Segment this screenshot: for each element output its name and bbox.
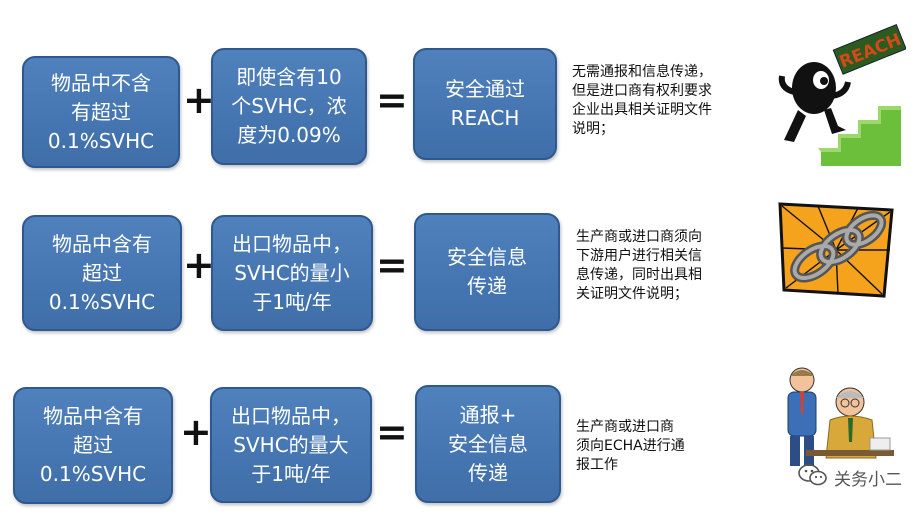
row2-note-line1: 生产商或进口商须向 xyxy=(576,229,702,245)
row1-operand-line3: 度为0.09% xyxy=(237,123,341,147)
row1-note-line3: 企业出具相关证明文件 xyxy=(572,102,712,118)
row3-result-line1: 通报+ xyxy=(459,402,517,427)
row3-result-line2: 安全信息 xyxy=(448,431,528,456)
row1-operand-line1: 即使含有10 xyxy=(236,65,342,89)
row3-condition-line3: 0.1%SVHC xyxy=(39,462,147,486)
row3-operand-line2: SVHC的量大 xyxy=(233,432,349,457)
row3-note-line1: 生产商或进口商 xyxy=(576,419,674,435)
row2-operand-line2: SVHC的量小 xyxy=(234,260,350,285)
row3-note: 生产商或进口商 须向ECHA进行通 报工作 xyxy=(576,418,685,475)
row3-operand-line1: 出口物品中， xyxy=(231,403,351,428)
row2-operand-line1: 出口物品中， xyxy=(232,231,352,256)
row3-plus-sign: + xyxy=(180,410,212,454)
row2-condition-box: 物品中含有 超过 0.1%SVHC xyxy=(22,215,182,331)
row1-plus-sign: + xyxy=(183,78,215,122)
watermark: 关务小二 xyxy=(798,463,902,492)
row1-operand-box: 即使含有10 个SVHC，浓 度为0.09% xyxy=(211,48,367,165)
wechat-icon xyxy=(798,463,828,492)
row2-result-line2: 传递 xyxy=(467,274,507,298)
row1-result-box: 安全通过 REACH xyxy=(413,48,557,160)
row1-note-line2: 但是进口商有权利要求 xyxy=(572,83,712,99)
row3-operand-box: 出口物品中， SVHC的量大 于1吨/年 xyxy=(210,387,372,503)
row2-note-line3: 息传递，同时出具相 xyxy=(576,267,702,283)
row2-note-line4: 关证明文件说明； xyxy=(576,286,688,302)
row1-result-line2: REACH xyxy=(450,106,520,130)
row3-operand-line3: 于1吨/年 xyxy=(251,461,331,486)
row3-condition-line2: 超过 xyxy=(73,433,113,457)
row1-condition-line3: 0.1%SVHC xyxy=(47,128,155,153)
row1-operand-line2: 个SVHC，浓 xyxy=(231,94,347,118)
row2-result-line1: 安全信息 xyxy=(447,245,527,269)
row3-note-line2: 须向ECHA进行通 xyxy=(576,438,685,454)
row2-condition-line3: 0.1%SVHC xyxy=(48,289,156,314)
row3-result-box: 通报+ 安全信息 传递 xyxy=(415,385,561,503)
row2-result-box: 安全信息 传递 xyxy=(414,213,560,331)
row2-condition-line1: 物品中含有 xyxy=(52,231,152,256)
row2-operand-line3: 于1吨/年 xyxy=(252,289,332,314)
row2-plus-sign: + xyxy=(183,243,215,287)
row1-condition-line1: 物品中不含 xyxy=(51,70,151,95)
row3-condition-line1: 物品中含有 xyxy=(43,404,143,428)
row1-note-line4: 说明； xyxy=(572,121,614,137)
row1-condition-box: 物品中不含 有超过 0.1%SVHC xyxy=(22,56,180,168)
row1-equals-sign: = xyxy=(376,78,408,122)
row1-note-line1: 无需通报和信息传递， xyxy=(572,64,712,80)
row2-note-line2: 下游用户进行相关信 xyxy=(576,248,702,264)
row3-result-line3: 传递 xyxy=(468,460,508,485)
row1-result-line1: 安全通过 xyxy=(445,77,525,101)
row1-note: 无需通报和信息传递， 但是进口商有权利要求 企业出具相关证明文件 说明； xyxy=(572,63,712,139)
row2-condition-line2: 超过 xyxy=(82,260,122,285)
watermark-text: 关务小二 xyxy=(834,470,902,490)
row3-condition-box: 物品中含有 超过 0.1%SVHC xyxy=(13,387,173,504)
businessmen-illustration xyxy=(776,362,896,472)
row3-note-line3: 报工作 xyxy=(576,457,618,473)
row2-note: 生产商或进口商须向 下游用户进行相关信 息传递，同时出具相 关证明文件说明； xyxy=(576,228,702,304)
row1-condition-line2: 有超过 xyxy=(71,99,131,124)
chain-link-illustration xyxy=(778,200,894,300)
row2-operand-box: 出口物品中， SVHC的量小 于1吨/年 xyxy=(211,215,373,331)
row3-equals-sign: = xyxy=(376,410,408,454)
row2-equals-sign: = xyxy=(376,243,408,287)
stairs-reach-illustration: REACH xyxy=(776,18,907,170)
